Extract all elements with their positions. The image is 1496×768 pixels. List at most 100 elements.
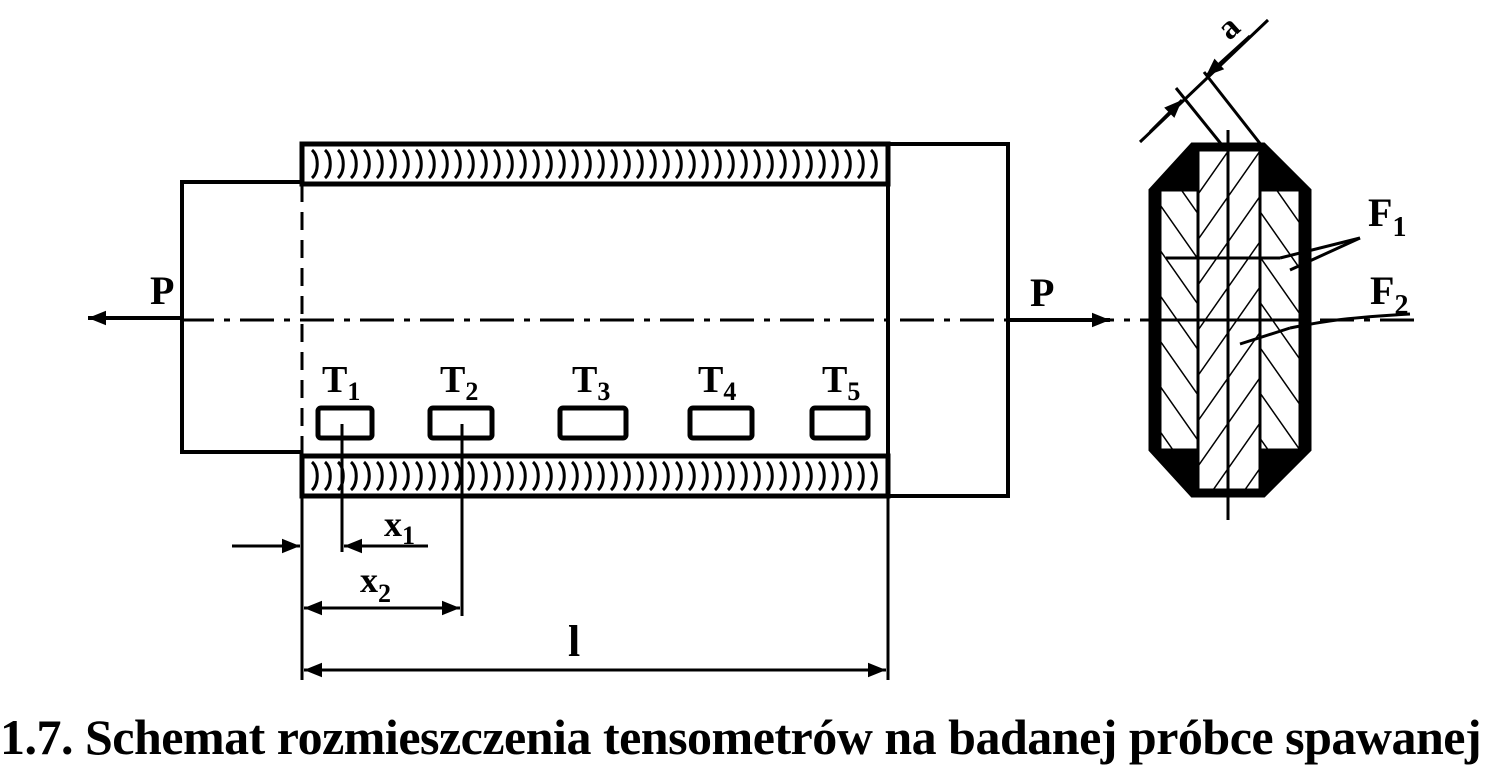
gauge-t3 <box>557 405 629 441</box>
weld-ripple <box>687 460 696 492</box>
weld-ripple <box>401 148 410 180</box>
weld-ripple <box>674 460 683 492</box>
weld-ripple <box>596 460 605 492</box>
load-label-right: P <box>1030 270 1054 315</box>
weld-ripple <box>427 148 436 180</box>
weld-ripple <box>778 148 787 180</box>
weld-ripple <box>505 460 514 492</box>
weld-ripple <box>778 460 787 492</box>
weld-ripple <box>479 148 488 180</box>
weld-ripple <box>583 460 592 492</box>
weld-ripple <box>557 460 566 492</box>
weld-ripple <box>739 460 748 492</box>
weld-ripple <box>440 460 449 492</box>
weld-ripple <box>648 148 657 180</box>
area-label-f1: F1 <box>1368 190 1406 243</box>
weld-ripple <box>622 148 631 180</box>
weld-ripple <box>453 148 462 180</box>
gauge-t5 <box>809 405 871 441</box>
weld-ripple <box>609 148 618 180</box>
weld-ripple <box>505 148 514 180</box>
gauge-label-t4: T4 <box>698 359 736 406</box>
weld-ripple <box>323 148 332 180</box>
weld-ripple <box>518 460 527 492</box>
throat-dimension <box>1138 18 1270 151</box>
weld-ripple <box>492 460 501 492</box>
weld-ripple <box>570 148 579 180</box>
inner-plate <box>180 180 302 454</box>
weld-ripple <box>791 460 800 492</box>
weld-ripple <box>713 460 722 492</box>
weld-ripple <box>544 148 553 180</box>
throat-label: a <box>1210 8 1247 47</box>
weld-ripple <box>414 148 423 180</box>
weld-ripple <box>635 148 644 180</box>
weld-ripple <box>635 460 644 492</box>
weld-ripple <box>739 148 748 180</box>
weld-ripple <box>401 460 410 492</box>
weld-ripple <box>323 460 332 492</box>
weld-ripple <box>661 460 670 492</box>
weld-ripple <box>856 460 865 492</box>
weld-ripple <box>375 148 384 180</box>
weld-ripple <box>765 148 774 180</box>
weld-ripple <box>869 148 878 180</box>
weld-ripple <box>518 148 527 180</box>
weld-ripple <box>310 460 319 492</box>
dimension-length <box>304 496 890 680</box>
dimension-x2 <box>300 424 464 680</box>
weld-ripple <box>583 148 592 180</box>
dimension-label-x1: x1 <box>384 504 415 550</box>
weld-ripple <box>856 148 865 180</box>
weld-ripple <box>752 148 761 180</box>
weld-ripple <box>544 460 553 492</box>
weld-ripple <box>804 148 813 180</box>
weld-ripple <box>349 148 358 180</box>
weld-ripple <box>570 460 579 492</box>
gauge-label-t3: T3 <box>572 359 610 406</box>
area-leaders <box>1166 236 1411 346</box>
weld-ripple <box>700 460 709 492</box>
weld-ripple <box>531 148 540 180</box>
weld-ripple <box>713 148 722 180</box>
weld-ripple <box>375 460 384 492</box>
dimension-label-length: l <box>568 617 580 666</box>
weld-ripple <box>687 148 696 180</box>
area-label-f2: F2 <box>1370 268 1408 321</box>
weld-ripple <box>804 460 813 492</box>
weld-ripple <box>596 148 605 180</box>
weld-ripple <box>843 148 852 180</box>
gauge-label-t2: T2 <box>440 359 478 406</box>
weld-ripple <box>791 148 800 180</box>
weld-ripple <box>817 460 826 492</box>
gauge-label-t1: T1 <box>322 359 360 406</box>
gauge-t1 <box>315 405 375 441</box>
weld-ripple <box>830 460 839 492</box>
weld-ripple <box>414 460 423 492</box>
gauge-label-t5: T5 <box>822 359 860 406</box>
weld-ripple <box>492 148 501 180</box>
weld-ripple <box>336 148 345 180</box>
dimension-label-x2: x2 <box>360 560 391 608</box>
weld-ripple <box>869 460 878 492</box>
dimension-x1 <box>232 424 428 554</box>
weld-ripple <box>466 148 475 180</box>
figure-caption: 1.7. Schemat rozmieszczenia tensometrów … <box>0 709 1482 765</box>
weld-seam-top <box>299 141 891 187</box>
weld-ripple <box>648 460 657 492</box>
weld-ripple <box>661 148 670 180</box>
weld-ripple <box>388 148 397 180</box>
weld-ripple <box>765 460 774 492</box>
cross-section <box>1148 130 1312 520</box>
weld-ripple <box>427 460 436 492</box>
weld-ripple <box>830 148 839 180</box>
weld-ripple <box>362 148 371 180</box>
weld-ripple <box>674 148 683 180</box>
weld-ripple <box>752 460 761 492</box>
gauge-t4 <box>687 405 755 441</box>
weld-ripple <box>362 460 371 492</box>
weld-ripple <box>388 460 397 492</box>
weld-ripple <box>531 460 540 492</box>
